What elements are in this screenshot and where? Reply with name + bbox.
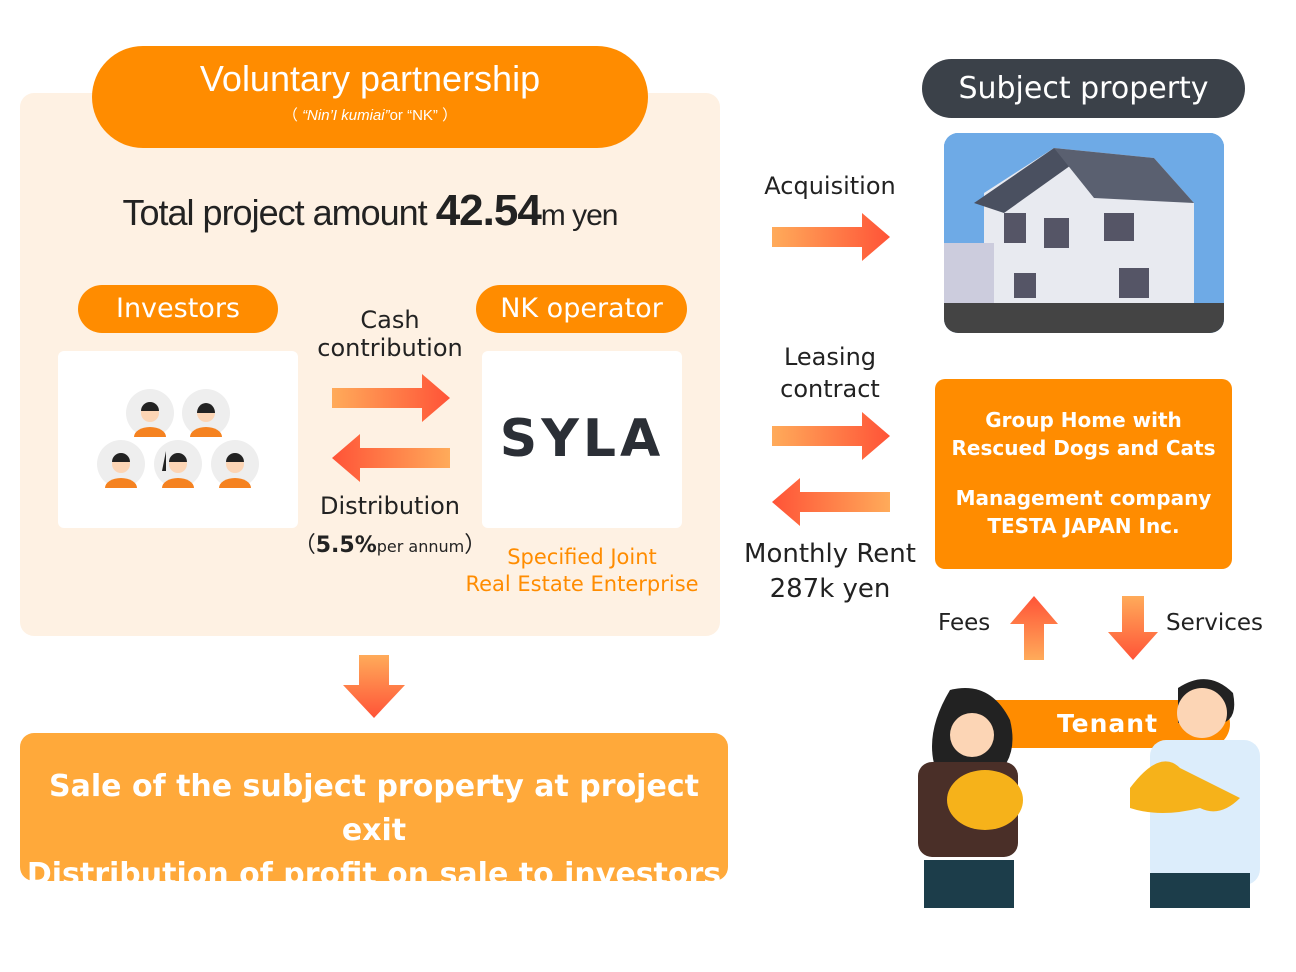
partnership-header: Voluntary partnership （ “Nin’I kumiai”or… (92, 46, 648, 148)
arrow-left-icon (332, 434, 450, 482)
rate-unit: per annum (376, 537, 465, 556)
fees-label: Fees (938, 610, 991, 636)
manager-line4: TESTA JAPAN Inc. (987, 514, 1180, 538)
exit-line1: Sale of the subject property at project … (49, 769, 699, 848)
exit-line2: Distribution of profit on sale to invest… (26, 857, 722, 892)
distribution-label: Distribution (319, 492, 460, 520)
man-with-dog-illustration (1130, 679, 1260, 908)
services-label: Services (1166, 610, 1263, 636)
desc-line1: Specified Joint (507, 545, 657, 569)
total-project-amount: Total project amount 42.54m yen (20, 186, 720, 236)
partnership-subtitle: （ “Nin’I kumiai”or “NK” ） (92, 104, 648, 125)
acquisition-label: Acquisition (764, 172, 896, 200)
nk-term: “Nin’I kumiai” (302, 107, 390, 124)
cash-line2: contribution (317, 334, 463, 362)
manager-line3: Management company (955, 486, 1212, 510)
arrow-right-icon (772, 412, 890, 460)
partnership-title: Voluntary partnership (199, 58, 541, 99)
house-image (944, 133, 1224, 333)
investors-illustration (58, 351, 298, 528)
subject-property-label: Subject property (922, 59, 1245, 118)
arrow-down-icon (343, 655, 405, 718)
project-exit-box: Sale of the subject property at project … (20, 733, 728, 892)
manager-line2: Rescued Dogs and Cats (951, 436, 1216, 460)
manager-line1: Group Home with (985, 408, 1182, 432)
total-value: 42.54 (435, 186, 542, 235)
leasing-line1: Leasing (783, 343, 877, 371)
investors-icon (97, 389, 259, 488)
arrow-right-icon (772, 213, 890, 261)
nk-abbr: or “NK” ） (389, 107, 458, 124)
rent-value: 287k yen (769, 574, 891, 604)
paren: （ (282, 107, 303, 124)
arrow-right-icon (332, 374, 450, 422)
syla-logo: SYLA (482, 351, 682, 528)
paren: （ (293, 533, 316, 558)
leasing-contract-label: Leasing contract (740, 341, 920, 405)
management-company-box: Group Home with Rescued Dogs and Cats Ma… (935, 379, 1232, 569)
desc-line2: Real Estate Enterprise (465, 572, 699, 596)
property-photo (944, 133, 1224, 333)
rent-label: Monthly Rent (744, 539, 916, 569)
arrow-up-icon (1010, 596, 1058, 660)
monthly-rent: Monthly Rent 287k yen (720, 537, 940, 607)
woman-with-cat-illustration (918, 688, 1023, 908)
arrow-left-icon (772, 478, 890, 526)
rate-value: 5.5% (315, 533, 377, 558)
cash-line1: Cash (360, 306, 420, 334)
total-unit: m yen (540, 199, 619, 232)
paren: ） (464, 533, 487, 558)
arrow-down-icon (1108, 596, 1158, 660)
total-label: Total project amount (122, 192, 436, 233)
distribution-rate: （5.5%per annum） (290, 527, 490, 559)
leasing-line2: contract (780, 375, 880, 403)
nk-operator-label: NK operator (476, 285, 687, 333)
investors-label: Investors (78, 285, 278, 333)
